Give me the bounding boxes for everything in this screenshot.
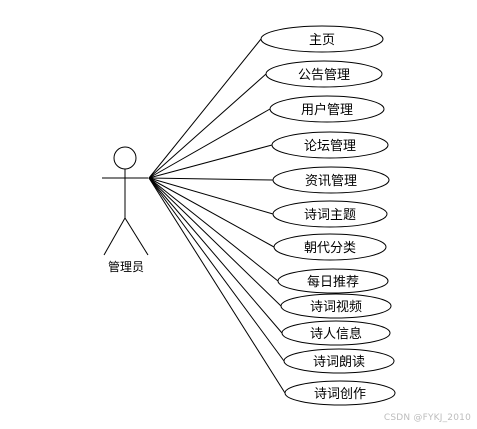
association-line <box>148 38 262 179</box>
use-case-ellipse <box>272 200 388 228</box>
actor-label: 管理员 <box>108 259 144 274</box>
use-case-label: 用户管理 <box>301 102 353 118</box>
use-case-label: 诗人信息 <box>310 326 362 342</box>
use-case: 诗词创作 <box>284 380 396 406</box>
association-line <box>148 177 282 307</box>
use-case: 诗词视频 <box>280 293 392 319</box>
actor: 管理员 <box>102 146 149 274</box>
use-case: 诗人信息 <box>281 320 391 346</box>
use-case-label: 公告管理 <box>298 68 350 83</box>
association-line <box>148 108 271 179</box>
actor-right-leg <box>124 217 149 256</box>
association-line <box>148 177 274 181</box>
use-case-label: 朝代分类 <box>304 241 356 256</box>
association-line <box>148 177 275 248</box>
use-case-label: 论坛管理 <box>304 139 356 154</box>
use-case: 论坛管理 <box>271 131 389 159</box>
use-case-ellipse <box>272 166 390 194</box>
use-case-ellipse <box>265 60 383 88</box>
association-line <box>148 177 283 334</box>
association-line <box>148 177 285 362</box>
use-case: 公告管理 <box>265 60 383 88</box>
association-line <box>148 177 279 282</box>
use-case-label: 每日推荐 <box>307 274 359 290</box>
use-case-ellipse <box>271 131 389 159</box>
use-case-label: 诗词朗读 <box>313 355 365 370</box>
use-case-label: 诗词视频 <box>310 300 362 315</box>
actor-left-leg <box>103 217 126 256</box>
use-case-ellipse <box>281 320 391 346</box>
use-case-group: 主页公告管理用户管理论坛管理资讯管理诗词主题朝代分类每日推荐诗词视频诗人信息诗词… <box>260 25 396 406</box>
use-case: 资讯管理 <box>272 166 390 194</box>
use-case: 诗词朗读 <box>283 348 395 374</box>
use-case-ellipse <box>283 348 395 374</box>
use-case-ellipse <box>269 95 385 123</box>
use-case: 诗词主题 <box>272 200 388 228</box>
use-case: 主页 <box>260 25 384 53</box>
use-case-ellipse <box>280 293 392 319</box>
use-case: 每日推荐 <box>277 268 389 294</box>
use-case-label: 诗词主题 <box>304 208 356 223</box>
use-case-ellipse <box>284 380 396 406</box>
association-line <box>148 144 273 179</box>
use-case-ellipse <box>273 233 387 261</box>
use-case: 用户管理 <box>269 95 385 123</box>
association-lines <box>148 38 286 394</box>
use-case-label: 诗词创作 <box>314 387 366 402</box>
use-case-ellipse <box>277 268 389 294</box>
use-case-label: 主页 <box>309 33 335 48</box>
actor-head <box>113 146 137 170</box>
association-line <box>148 73 267 179</box>
association-line <box>148 177 274 215</box>
use-case: 朝代分类 <box>273 233 387 261</box>
use-case-label: 资讯管理 <box>305 174 357 189</box>
association-line <box>148 177 286 394</box>
watermark: CSDN @FYKJ_2010 <box>383 413 471 423</box>
use-case-ellipse <box>260 25 384 53</box>
